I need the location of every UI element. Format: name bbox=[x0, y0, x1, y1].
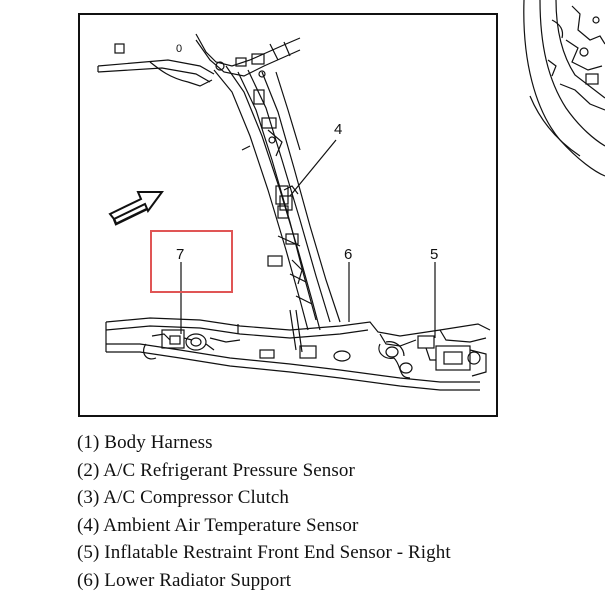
callout-6: 6 bbox=[344, 246, 352, 263]
body-harness-pillar bbox=[213, 65, 341, 353]
diagram: 0 bbox=[78, 0, 605, 417]
svg-text:0: 0 bbox=[176, 43, 182, 55]
sensor-connector-7 bbox=[143, 329, 215, 360]
adjacent-figure bbox=[523, 0, 605, 177]
callout-4: 4 bbox=[334, 121, 342, 138]
legend-item-body-harness: (1) Body Harness bbox=[77, 432, 213, 453]
direction-arrow-icon bbox=[108, 191, 164, 226]
highlight-box bbox=[150, 230, 233, 293]
legend-item-compressor-clutch: (3) A/C Compressor Clutch bbox=[77, 487, 290, 509]
legend-item-temperature-sensor: (4) Ambient Air Temperature Sensor bbox=[77, 514, 359, 536]
legend-item-pressure-sensor: (2) A/C Refrigerant Pressure Sensor bbox=[77, 459, 355, 481]
front-end-sensor-5 bbox=[378, 335, 481, 379]
callout-5: 5 bbox=[430, 246, 438, 263]
callout-7: 7 bbox=[176, 246, 184, 263]
legend-item-front-end-sensor: (5) Inflatable Restraint Front End Senso… bbox=[77, 542, 451, 564]
temperature-sensor-4 bbox=[279, 185, 299, 211]
legend-list: (1) Body Harness (2) A/C Refrigerant Pre… bbox=[77, 429, 451, 595]
legend-item-radiator-support: (6) Lower Radiator Support bbox=[77, 569, 292, 591]
leader-lines bbox=[180, 139, 436, 338]
lower-radiator-support bbox=[105, 317, 491, 391]
upper-harness: 0 bbox=[97, 33, 301, 87]
